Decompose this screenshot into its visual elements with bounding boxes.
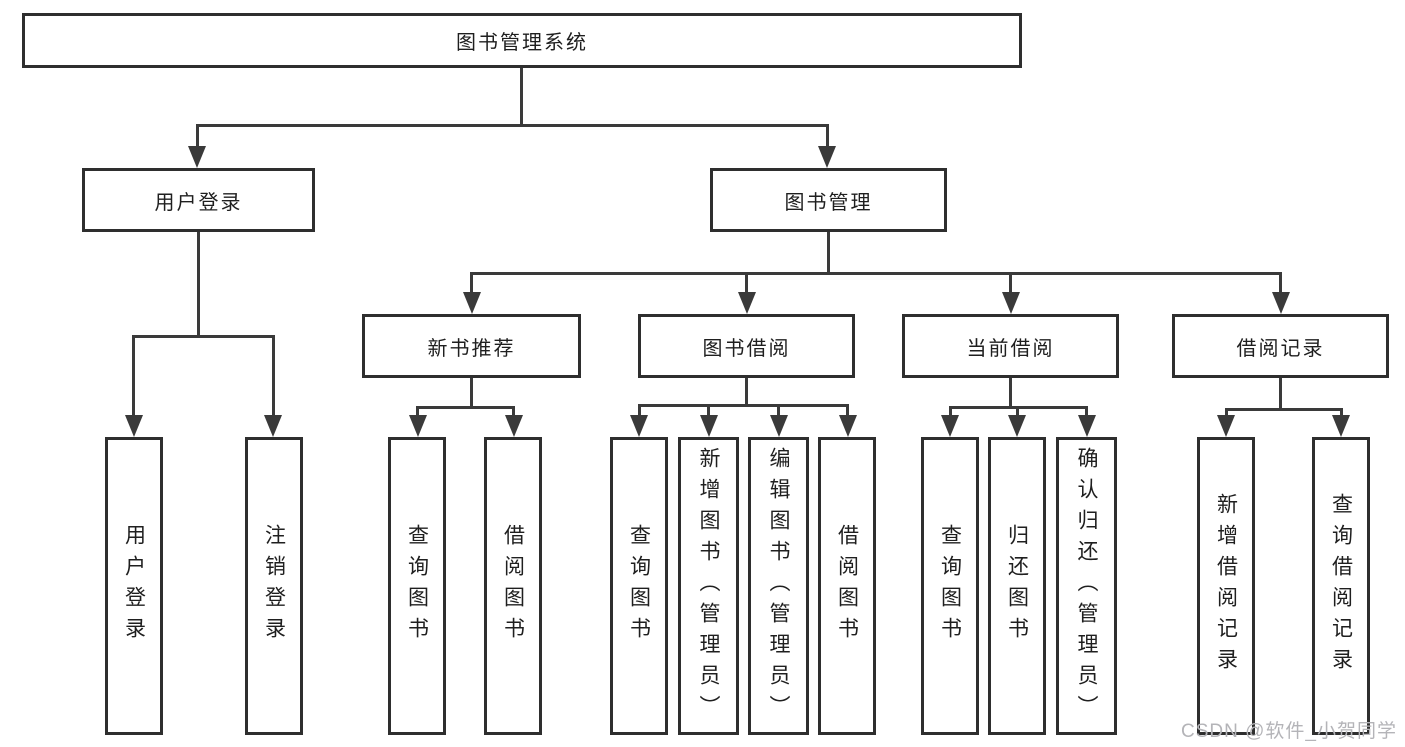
connector-drop-cb-confirm xyxy=(1085,406,1088,417)
arrowhead-login-leaf xyxy=(125,415,143,437)
leaf-records-query-borrow-record: 查询借阅记录 xyxy=(1312,437,1370,735)
connector-drop-bb-query xyxy=(638,404,641,417)
connector-drop-bb-borrow xyxy=(846,404,849,417)
arrowhead-bb-edit xyxy=(770,415,788,437)
connector-borrow-records-rail xyxy=(1225,408,1343,411)
leaf-bookborrow-borrow-books: 借阅图书 xyxy=(818,437,876,735)
connector-drop-br-add xyxy=(1225,408,1228,417)
connector-level3-rail xyxy=(470,272,1282,275)
connector-drop-nb-borrow xyxy=(512,406,515,417)
connector-drop-br-query xyxy=(1340,408,1343,417)
arrowhead-new-books xyxy=(463,292,481,314)
leaf-bookborrow-query-books: 查询图书 xyxy=(610,437,668,735)
arrowhead-br-add xyxy=(1217,415,1235,437)
arrowhead-book-management xyxy=(818,146,836,168)
leaf-bookborrow-add-books-admin: 新增图书（管理员） xyxy=(678,437,739,735)
leaf-currentborrow-return-books: 归还图书 xyxy=(988,437,1046,735)
arrowhead-logout-leaf xyxy=(264,415,282,437)
node-book-borrow: 图书借阅 xyxy=(638,314,855,378)
connector-drop-borrow-records xyxy=(1279,272,1282,292)
leaf-records-add-borrow-record: 新增借阅记录 xyxy=(1197,437,1255,735)
leaf-logout: 注销登录 xyxy=(245,437,303,735)
node-library-management-system: 图书管理系统 xyxy=(22,13,1022,68)
connector-drop-logout-leaf xyxy=(272,335,275,416)
node-user-login: 用户登录 xyxy=(82,168,315,232)
arrowhead-br-query xyxy=(1332,415,1350,437)
arrowhead-nb-borrow xyxy=(505,415,523,437)
leaf-newbooks-borrow-books: 借阅图书 xyxy=(484,437,542,735)
connector-new-books-rail xyxy=(416,406,515,409)
connector-level2-rail xyxy=(197,124,829,127)
connector-root-stem xyxy=(520,68,523,124)
node-borrow-records: 借阅记录 xyxy=(1172,314,1389,378)
node-current-borrow: 当前借阅 xyxy=(902,314,1119,378)
leaf-user-login: 用户登录 xyxy=(105,437,163,735)
connector-new-books-stem xyxy=(470,378,473,406)
arrowhead-book-borrow xyxy=(738,292,756,314)
leaf-currentborrow-confirm-return-admin: 确认归还（管理员） xyxy=(1056,437,1117,735)
leaf-currentborrow-query-books: 查询图书 xyxy=(921,437,979,735)
connector-drop-new-books xyxy=(470,272,473,292)
arrowhead-user-login xyxy=(188,146,206,168)
connector-current-borrow-stem xyxy=(1009,378,1012,406)
connector-user-login-stem xyxy=(197,232,200,335)
connector-user-login-rail xyxy=(133,335,274,338)
connector-book-borrow-rail xyxy=(638,404,849,407)
connector-drop-login-leaf xyxy=(132,335,135,416)
connector-book-management-stem xyxy=(827,232,830,272)
connector-book-borrow-stem xyxy=(745,378,748,404)
arrowhead-borrow-records xyxy=(1272,292,1290,314)
connector-drop-cb-return xyxy=(1016,406,1019,417)
connector-drop-current-borrow xyxy=(1009,272,1012,292)
connector-drop-bb-add xyxy=(707,404,710,417)
node-book-management: 图书管理 xyxy=(710,168,947,232)
connector-drop-cb-query xyxy=(949,406,952,417)
arrowhead-cb-return xyxy=(1008,415,1026,437)
arrowhead-current-borrow xyxy=(1002,292,1020,314)
connector-borrow-records-stem xyxy=(1279,378,1282,408)
connector-drop-user-login xyxy=(196,124,199,148)
connector-drop-book-borrow xyxy=(745,272,748,292)
arrowhead-cb-query xyxy=(941,415,959,437)
arrowhead-bb-query xyxy=(630,415,648,437)
leaf-newbooks-query-books: 查询图书 xyxy=(388,437,446,735)
connector-drop-bb-edit xyxy=(777,404,780,417)
csdn-watermark: CSDN @软件_小贺同学 xyxy=(1181,721,1397,742)
connector-drop-book-management xyxy=(826,124,829,148)
node-new-book-recommend: 新书推荐 xyxy=(362,314,581,378)
arrowhead-bb-borrow xyxy=(839,415,857,437)
arrowhead-cb-confirm xyxy=(1078,415,1096,437)
connector-drop-nb-query xyxy=(416,406,419,417)
arrowhead-bb-add xyxy=(700,415,718,437)
leaf-bookborrow-edit-books-admin: 编辑图书（管理员） xyxy=(748,437,809,735)
arrowhead-nb-query xyxy=(409,415,427,437)
